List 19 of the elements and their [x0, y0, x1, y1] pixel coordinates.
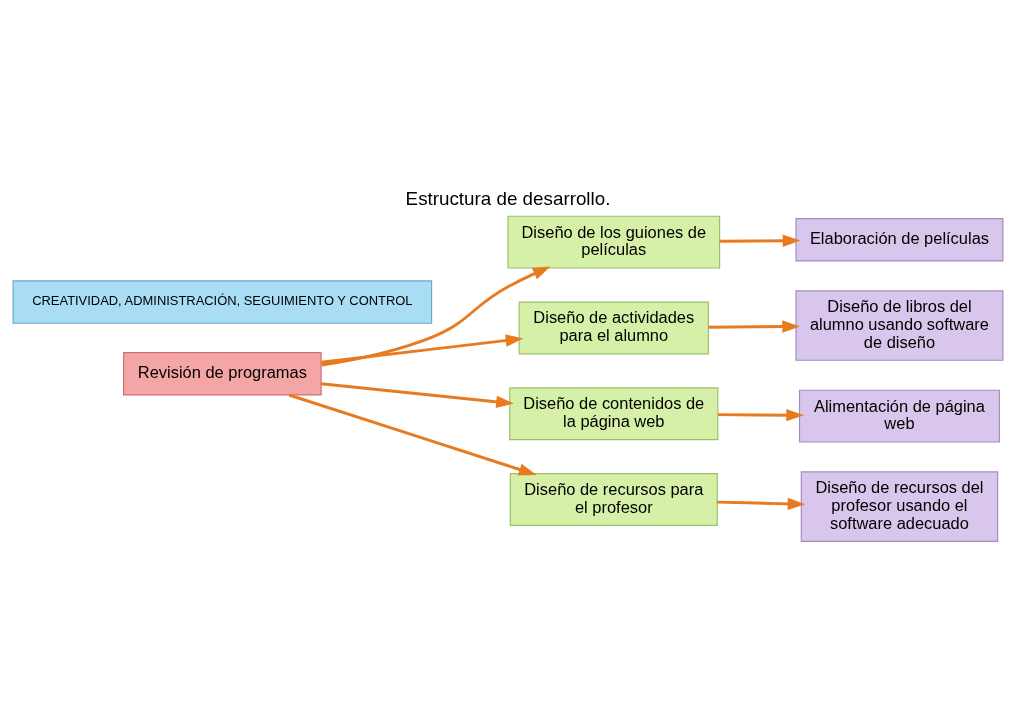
- diagram-title: Estructura de desarrollo.: [405, 188, 611, 210]
- node-box: Diseño de libros del alumno usando software de diseño: [795, 290, 1004, 361]
- arrow: [321, 382, 514, 408]
- node-box: Diseño de recursos del profesor usando el software adecuado: [800, 471, 999, 542]
- node-box: Diseño de los guiones de películas: [507, 215, 721, 269]
- arrow: [321, 266, 551, 367]
- node-box: Elaboración de películas: [795, 218, 1004, 262]
- arrow: [288, 393, 537, 476]
- node-box: Revisión de programas: [123, 352, 322, 396]
- arrow: [718, 409, 804, 422]
- node-box: CREATIVIDAD, ADMINISTRACIÓN, SEGUIMIENTO Y CONTROL: [12, 280, 433, 324]
- node-box: Diseño de recursos para el profesor: [509, 473, 718, 526]
- node-box: Diseño de actividades para el alumno: [518, 301, 709, 355]
- arrow: [719, 234, 801, 247]
- arrow: [708, 320, 800, 333]
- node-box: Diseño de contenidos de la página web: [509, 387, 719, 441]
- arrow: [717, 497, 806, 511]
- node-box: Alimentación de página web: [798, 389, 1000, 443]
- arrow: [321, 334, 524, 364]
